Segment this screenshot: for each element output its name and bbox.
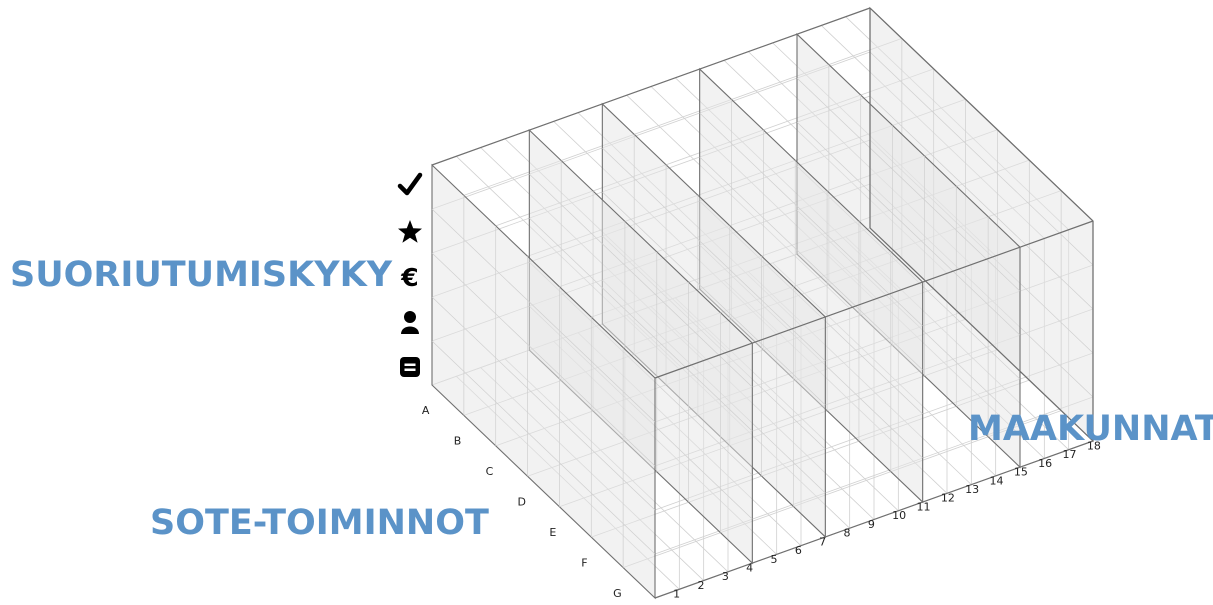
region-tick-label: 9	[868, 518, 875, 531]
function-tick-label: F	[581, 556, 587, 569]
region-tick-label: 14	[990, 474, 1004, 487]
cube-edge	[869, 7, 1094, 222]
function-tick-label: B	[454, 435, 462, 448]
slice-grid-line	[796, 121, 1021, 336]
region-tick-label: 11	[917, 500, 931, 513]
slice-grid-line	[699, 156, 923, 371]
region-tick-label: 16	[1038, 457, 1052, 470]
functions-axis-label: SOTE-TOIMINNOT	[150, 503, 489, 543]
slice-grid-line	[602, 147, 826, 362]
slice-grid-line	[869, 95, 1094, 310]
slice-grid-line	[431, 340, 656, 555]
region-tick-label: 18	[1087, 439, 1101, 452]
region-tick-label: 1	[673, 588, 680, 601]
function-tick-label: C	[486, 465, 494, 478]
region-tick-label: 6	[795, 544, 802, 557]
slice-grid-line	[869, 51, 1094, 266]
region-tick-label: 4	[746, 561, 753, 574]
slice-grid-line	[431, 208, 656, 423]
region-tick-label: 12	[941, 492, 955, 505]
region-tick-label: 10	[892, 509, 906, 522]
cube-edge	[431, 7, 871, 166]
slice-grid-line	[431, 296, 656, 511]
cube-edge	[654, 220, 1094, 379]
region-tick-label: 2	[698, 579, 705, 592]
region-tick-label: 3	[722, 570, 729, 583]
slice-grid-line	[602, 191, 826, 406]
star-icon	[398, 220, 422, 243]
slice-grid-line	[699, 112, 923, 327]
slice-grid-line	[796, 77, 1021, 292]
euro-icon: €	[400, 264, 418, 290]
function-tick-label: D	[518, 496, 526, 509]
region-tick-label: 5	[771, 553, 778, 566]
document-icon	[400, 357, 420, 377]
region-tick-label: 8	[844, 527, 851, 540]
person-icon	[401, 311, 419, 334]
cube-edge	[654, 440, 1094, 599]
cube-edge	[869, 227, 1094, 442]
region-tick-label: 17	[1063, 448, 1077, 461]
region-tick-label: 15	[1014, 466, 1028, 479]
check-icon	[397, 172, 423, 196]
function-tick-label: E	[549, 526, 556, 539]
region-tick-label: 13	[965, 483, 979, 496]
function-tick-label: A	[422, 404, 430, 417]
regions-axis-label: MAAKUNNAT	[968, 409, 1213, 449]
slice-grid-line	[529, 173, 753, 388]
function-tick-label: G	[613, 587, 622, 600]
svg-text:€: €	[400, 264, 418, 290]
region-tick-label: 7	[819, 535, 826, 548]
slice-grid-line	[431, 252, 656, 467]
performance-axis-label: SUORIUTUMISKYKY	[10, 255, 393, 295]
slice-grid-line	[529, 217, 753, 432]
